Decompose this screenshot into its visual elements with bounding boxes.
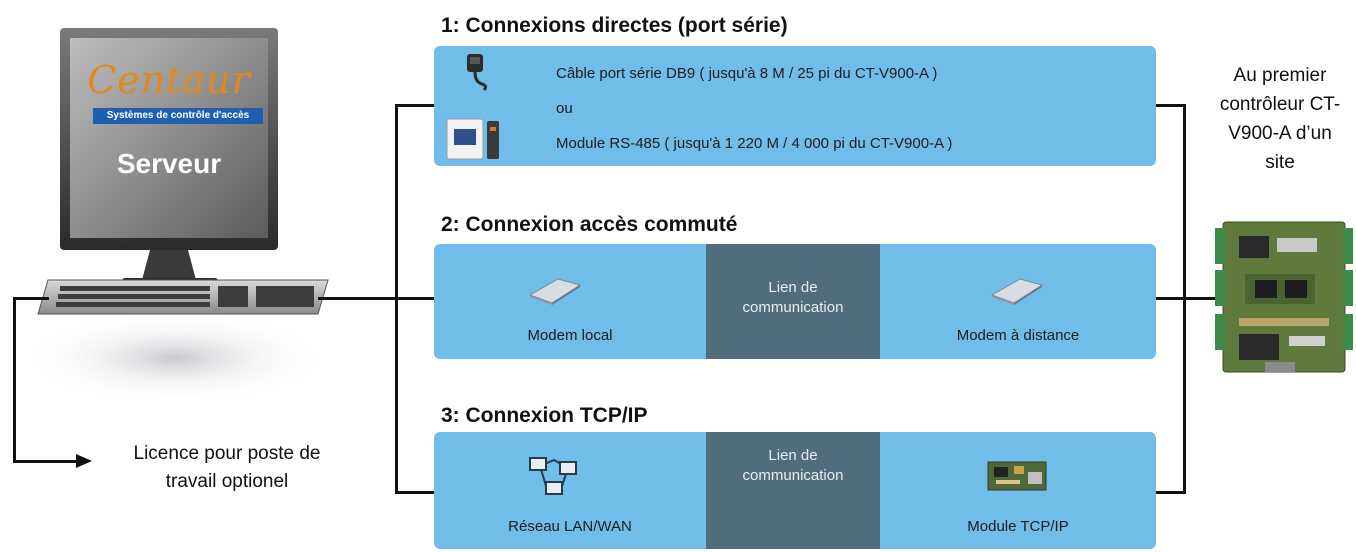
communication-link-text: Lien de communication <box>742 279 844 316</box>
tagline-text: Systèmes de contrôle d'accès <box>106 110 250 121</box>
brand-tagline: Systèmes de contrôle d'accès <box>93 108 263 124</box>
connector-line <box>318 297 398 300</box>
db9-connector-icon <box>462 52 488 92</box>
section-2-title: 2: Connexion accès commuté <box>441 213 738 236</box>
modem-icon <box>990 275 1044 305</box>
section-3-title: 3: Connexion TCP/IP <box>441 404 648 427</box>
modem-icon <box>528 275 582 305</box>
communication-link-text: Lien de communication <box>742 447 844 484</box>
connector-line <box>1156 491 1186 494</box>
brand-name: Centaur <box>87 58 251 102</box>
server-label: Serveur <box>116 148 222 179</box>
connector-line <box>395 491 435 494</box>
connector-line <box>13 460 79 463</box>
network-icon <box>526 452 582 502</box>
local-modem-label: Modem local <box>527 327 613 344</box>
section-1-title: 1: Connexions directes (port série) <box>441 14 788 37</box>
server-computer-icon <box>10 18 340 438</box>
controller-destination-label: Au premier contrôleur CT-V900-A d’un sit… <box>1219 65 1341 173</box>
license-label: Licence pour poste de travail optionel <box>133 443 321 492</box>
connector-line <box>13 297 16 463</box>
connector-line <box>395 297 435 300</box>
communication-link-box: Lien de communication <box>706 244 880 359</box>
rs485-module-icon <box>445 117 503 161</box>
connector-line <box>13 297 49 300</box>
brand-logo: Centaur <box>70 58 268 102</box>
arrow-right-icon <box>76 454 92 468</box>
communication-link-box: Lien de communication <box>706 432 880 549</box>
connector-line <box>395 104 435 107</box>
connector-line <box>1183 297 1219 300</box>
rs485-text: Module RS-485 ( jusqu'à 1 220 M / 4 000 … <box>556 135 953 152</box>
connector-line <box>1156 104 1186 107</box>
serial-cable-text: Câble port série DB9 ( jusqu'à 8 M / 25 … <box>556 65 938 82</box>
section-1-panel <box>434 46 1156 166</box>
tcpip-module-icon <box>986 458 1048 494</box>
or-text: ou <box>556 100 573 117</box>
remote-modem-label: Modem à distance <box>956 327 1080 344</box>
tcpip-module-label: Module TCP/IP <box>967 518 1069 535</box>
lan-wan-label: Réseau LAN/WAN <box>508 518 632 535</box>
controller-board-icon <box>1215 218 1353 376</box>
connector-line <box>1156 297 1186 300</box>
